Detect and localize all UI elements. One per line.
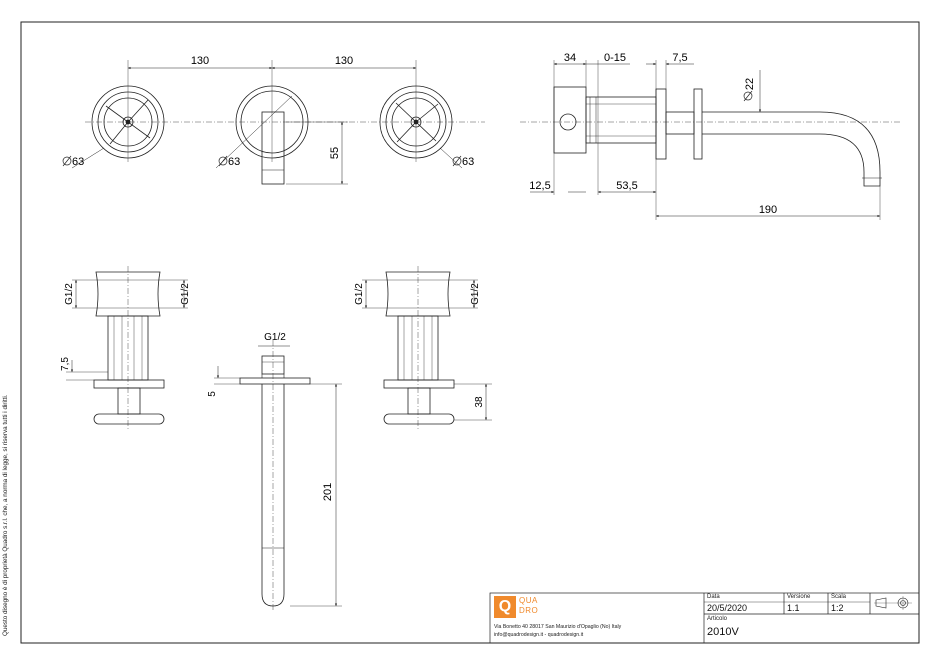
diameter-symbols <box>62 90 753 167</box>
dim-7-5-valve: 7,5 <box>60 357 71 371</box>
versione-value: 1.1 <box>787 603 800 613</box>
dim-190: 190 <box>759 204 777 216</box>
valve-left-section <box>66 266 188 430</box>
dim-12-5: 12,5 <box>529 180 550 192</box>
quadro-logo: Q <box>494 596 516 618</box>
side-view <box>520 60 900 220</box>
company-contact: info@quadrodesign.it - quadrodesign.it <box>494 632 584 638</box>
data-label: Data <box>707 594 720 600</box>
company-address: Via Bonetto 40 28017 San Maurizio d'Opag… <box>494 624 622 630</box>
logo-q-mark-icon: Q <box>498 598 512 615</box>
dim-0-15: 0-15 <box>604 52 626 64</box>
dim-130-right: 130 <box>335 55 353 67</box>
logo-text-line1: QUA <box>519 596 538 605</box>
dia-63-left: 63 <box>72 156 84 168</box>
logo-text-line2: DRO <box>519 606 539 615</box>
ownership-note: Questo disegno è di proprietà Quadro s.r… <box>2 394 9 637</box>
spout-section <box>214 340 342 610</box>
scala-label: Scala <box>831 594 847 600</box>
thread-left-a: G1/2 <box>64 283 75 305</box>
front-view <box>71 60 485 185</box>
dim-5: 5 <box>207 391 218 397</box>
thread-right-b: G1/2 <box>470 283 481 305</box>
dim-7-5-side: 7,5 <box>672 52 687 64</box>
dim-dia-22: 22 <box>744 78 756 90</box>
dim-53-5: 53,5 <box>616 180 637 192</box>
scala-value: 1:2 <box>831 603 844 613</box>
projection-icon <box>874 596 912 610</box>
dim-55: 55 <box>329 147 341 159</box>
dim-130-left: 130 <box>191 55 209 67</box>
sheet-border <box>20 21 920 644</box>
thread-right-a: G1/2 <box>354 283 365 305</box>
dim-38: 38 <box>474 396 485 408</box>
thread-spout: G1/2 <box>264 332 286 343</box>
dim-201: 201 <box>322 483 334 501</box>
dia-63-right: 63 <box>462 156 474 168</box>
articolo-value: 2010V <box>707 626 739 638</box>
data-value: 20/5/2020 <box>707 603 748 613</box>
valve-right-section <box>362 266 492 430</box>
articolo-label: Articolo <box>707 616 728 622</box>
versione-label: Versione <box>787 594 811 600</box>
dim-34: 34 <box>564 52 576 64</box>
thread-left-b: G1/2 <box>180 283 191 305</box>
title-block-frame <box>489 592 920 644</box>
dia-63-center: 63 <box>228 156 240 168</box>
